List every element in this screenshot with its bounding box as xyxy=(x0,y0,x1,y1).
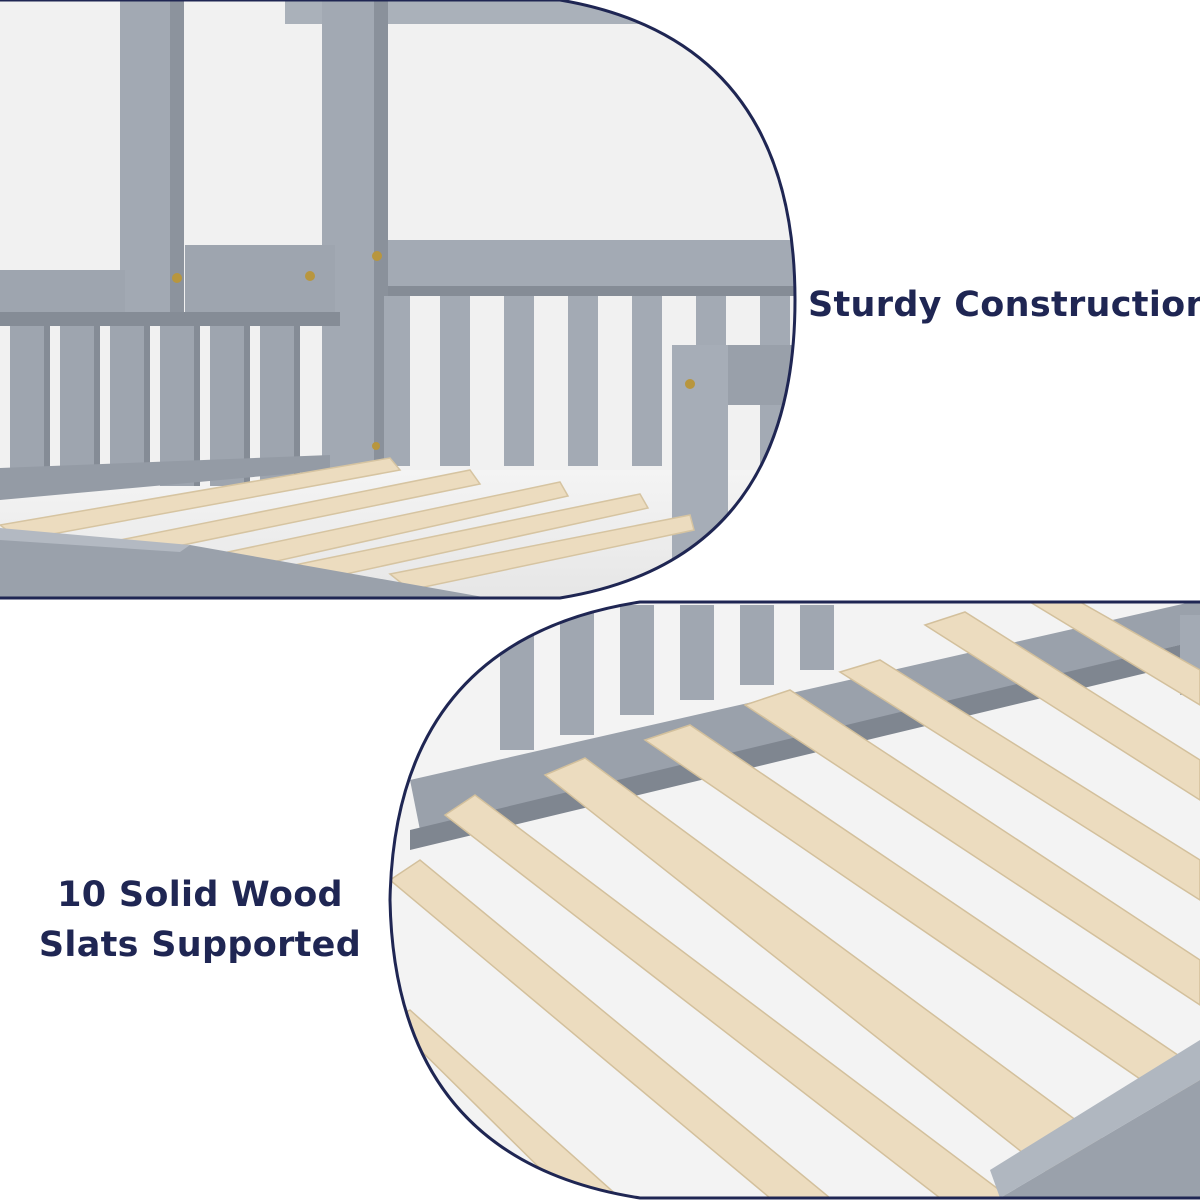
bottom-photo xyxy=(390,602,1200,1198)
caption-sturdy-construction: Sturdy Construction xyxy=(808,285,1200,325)
caption-line-1: 10 Solid Wood xyxy=(57,875,343,915)
top-photo xyxy=(0,0,795,598)
top-panel-border xyxy=(0,0,797,600)
caption-line-2: Slats Supported xyxy=(38,925,362,965)
caption-wood-slats: 10 Solid Wood Slats Supported xyxy=(20,870,380,970)
bottom-panel-border xyxy=(388,600,1200,1200)
